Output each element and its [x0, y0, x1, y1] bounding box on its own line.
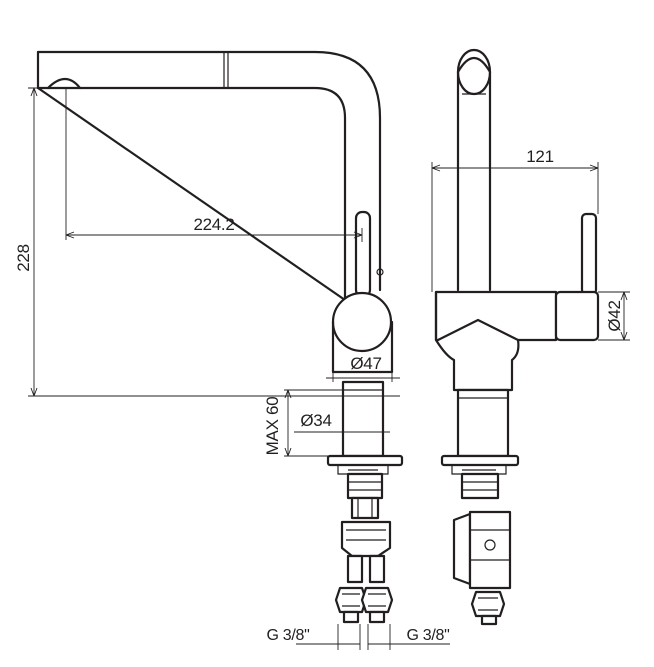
front-plate [326, 454, 404, 467]
dim-inlet-right-label: G 3/8" [406, 627, 449, 644]
side-body [434, 290, 558, 342]
side-spout [456, 56, 492, 292]
front-view [36, 50, 404, 624]
dim-inlet-left-label: G 3/8" [266, 627, 309, 644]
side-plate [440, 454, 520, 467]
front-body [331, 291, 393, 353]
dim-hole-diameter-label: Ø34 [300, 411, 331, 430]
side-view [434, 48, 600, 626]
front-shank [341, 380, 385, 458]
dim-height-label: 228 [14, 244, 33, 271]
dim-depth-label: 121 [526, 147, 553, 166]
front-lever [354, 210, 372, 298]
spout-outline [36, 50, 382, 302]
side-lever [580, 212, 598, 296]
dim-max-deck-label: MAX 60 [263, 397, 282, 456]
aerator [46, 77, 82, 90]
dimension-lines [28, 87, 630, 650]
dim-reach-label: 224.2 [193, 215, 234, 234]
dim-lever-diameter-label: Ø42 [605, 300, 624, 331]
dim-body-diameter-label: Ø47 [350, 354, 381, 373]
side-shank [456, 388, 510, 458]
